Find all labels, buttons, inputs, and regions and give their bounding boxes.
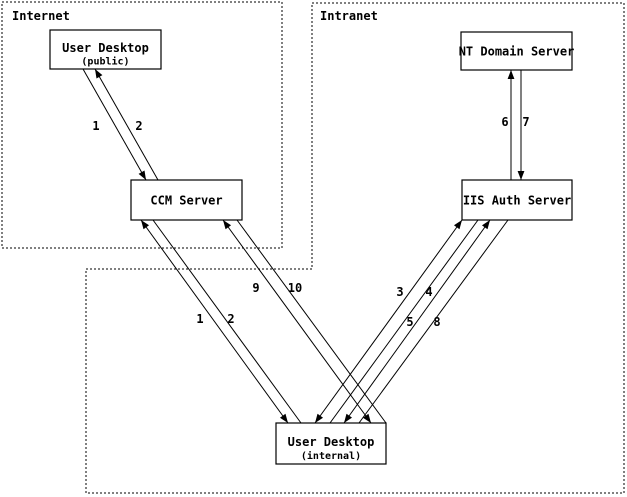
edge-7-arrowhead [517, 171, 525, 180]
edge-2-public-line [94, 68, 159, 181]
edge-5-line [343, 219, 491, 424]
edge-2-public-arrowhead [95, 69, 103, 79]
node-user-desktop-internal-label: User Desktop [288, 435, 375, 449]
node-user-desktop-internal-sublabel: (internal) [301, 450, 361, 462]
edge-10-label: 10 [288, 281, 302, 295]
edge-7-label: 7 [522, 115, 529, 129]
edge-5-arrowhead [344, 413, 353, 423]
zone-internet-border [1, 1, 283, 249]
edge-8-line [358, 219, 509, 424]
node-nt-domain-server-label: NT Domain Server [459, 45, 575, 59]
edge-3-label: 3 [396, 285, 403, 299]
edge-1-internal-label: 1 [196, 312, 203, 326]
edge-1-public-arrowhead [138, 170, 146, 180]
edge-5-label: 5 [406, 315, 413, 329]
edge-3-line [314, 219, 463, 424]
edge-9-label: 9 [252, 281, 259, 295]
zone-internet-label: Internet [12, 9, 70, 23]
edge-8-label: 8 [433, 315, 440, 329]
edge-2-internal-label: 2 [227, 312, 234, 326]
edge-9-arrowhead [362, 413, 371, 423]
edge-4-line [329, 219, 479, 424]
node-iis-auth-server-label: IIS Auth Server [463, 194, 571, 208]
edge-1-internal-arrowhead [279, 413, 288, 423]
edge-6-label: 6 [501, 115, 508, 129]
node-iis-auth-server-box [461, 179, 573, 221]
edge-1-internal-arrowhead-start [141, 220, 150, 230]
zone-intranet-border [85, 2, 625, 494]
edge-3-arrowhead-start [453, 220, 462, 230]
edge-1-public-label: 1 [92, 119, 99, 133]
edge-9-line [222, 219, 372, 424]
edge-6-arrowhead [507, 70, 515, 79]
edge-1-public-line [82, 68, 147, 181]
edge-5-arrowhead-start [481, 220, 490, 230]
edge-4-label: 4 [425, 285, 432, 299]
edge-2-public-label: 2 [135, 119, 142, 133]
node-user-desktop-public-label: User Desktop [62, 41, 149, 55]
node-user-desktop-public-sublabel: (public) [81, 55, 129, 67]
edge-1-internal-line [140, 219, 289, 424]
node-user-desktop-internal-box [275, 422, 387, 465]
node-user-desktop-public-box [49, 29, 162, 70]
edge-2-internal-line [152, 219, 302, 424]
edge-10-line [236, 219, 387, 424]
node-ccm-server-box [130, 179, 243, 221]
edge-3-arrowhead [315, 413, 324, 423]
edge-9-arrowhead-start [223, 220, 232, 230]
node-nt-domain-server-box [460, 31, 573, 71]
zone-intranet-label: Intranet [320, 9, 378, 23]
node-ccm-server-label: CCM Server [150, 194, 222, 208]
